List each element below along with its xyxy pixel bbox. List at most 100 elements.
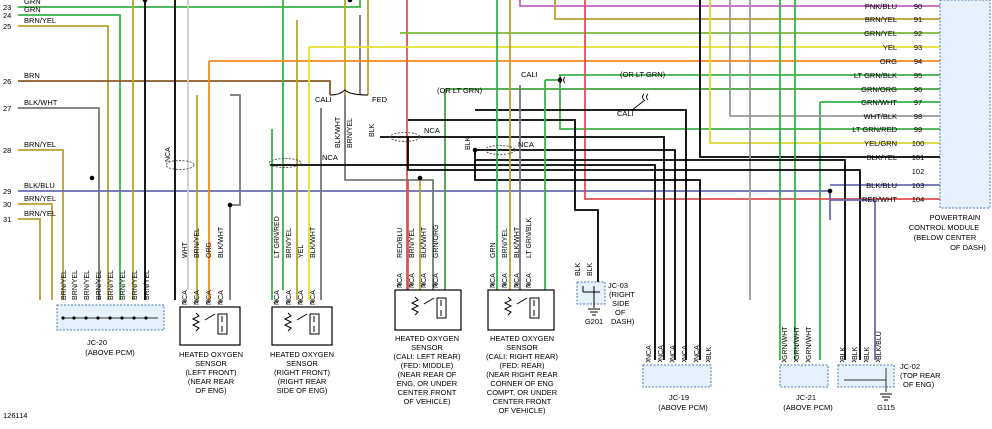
- pin-stub: [489, 284, 495, 287]
- sensor-lr-label-1: HEATED OXYGEN: [395, 334, 459, 343]
- pcm-right-wire-color: YEL/GRN: [864, 139, 897, 148]
- pcm-right-wire-color: BLK/BLU: [866, 181, 897, 190]
- pcm-right-pin-number: 96: [914, 85, 922, 94]
- sensor-lr-label-5: (NEAR REAR OF: [398, 370, 457, 379]
- pin-stub: [805, 360, 811, 363]
- heated-oxygen-sensor-right-rear: HEATED OXYGEN SENSOR (CALI: RIGHT REAR) …: [486, 289, 558, 415]
- blk-wht-vert-label: BLK/WHT: [335, 116, 342, 148]
- jc19-connector: JC-19 (ABOVE PCM): [642, 364, 712, 412]
- jc21-pin: GRN/WHT: [782, 326, 789, 360]
- jc21-pin: GRN/WHT: [794, 326, 801, 360]
- pcm-right-pin-number: 102: [912, 167, 925, 176]
- jc20-label-2: (ABOVE PCM): [85, 348, 135, 357]
- jc20-splice-dot: [96, 316, 100, 320]
- wire-brnyel-31: [18, 218, 41, 300]
- jc03-label-4: OF: [615, 308, 626, 317]
- sensor-rf-label-2: SENSOR: [286, 359, 318, 368]
- pcm-left-pin-number: 31: [3, 215, 11, 224]
- pin-stub: [781, 360, 787, 363]
- jc03-wire-color: BLK: [575, 262, 582, 276]
- jc20-pin-color: BRN/YEL: [132, 270, 139, 300]
- jc19-pin: BLK: [706, 346, 713, 360]
- pin-stub: [432, 284, 438, 287]
- pin-stub: [839, 360, 845, 363]
- pcm-left-wire-color: BRN/YEL: [24, 194, 56, 203]
- pcm-left-wire-color: BRN/YEL: [24, 140, 56, 149]
- sensor-rf-pin: NCA: [298, 290, 305, 305]
- pcm-right-pin-number: 94: [914, 57, 922, 66]
- pcm-right-wire-color: WHT/BLK: [864, 112, 897, 121]
- sensor-lr-label-3: (CALI: LEFT REAR): [394, 352, 461, 361]
- pcm-right-wire-color: RED/WHT: [862, 195, 897, 204]
- jc20-connector: JC-20 (ABOVE PCM): [56, 304, 165, 357]
- break-mark-icon: [559, 76, 649, 111]
- pcm-right-pin-number: 92: [914, 29, 922, 38]
- pcm-right-wire-color: LT GRN/RED: [852, 125, 897, 134]
- pcm-left-pin-number: 24: [3, 11, 11, 20]
- jc21-body: [779, 364, 829, 388]
- pin-stub: [501, 284, 507, 287]
- sensor-rr-pin: NCA: [526, 273, 533, 288]
- sensor-rf-pin: NCA: [274, 290, 281, 305]
- pcm-left-wire-color: BLK/BLU: [24, 181, 55, 190]
- jc20-pin-color: BRN/YEL: [108, 270, 115, 300]
- sensor-rr-label-5: (NEAR RIGHT REAR: [486, 370, 558, 379]
- cali-mid-label: CALI: [521, 70, 538, 79]
- figure-id: 126114: [3, 411, 27, 420]
- pcm-label-2: CONTROL MODULE: [909, 223, 980, 232]
- pcm-right-wire-color: YEL: [883, 43, 897, 52]
- jc19-pin: NCA: [646, 345, 653, 360]
- jc02-pin: BLK/BLU: [876, 331, 883, 360]
- pcm-left-wire-color: GRN: [24, 0, 41, 6]
- jc20-splice-dot: [84, 316, 88, 320]
- pin-stub: [193, 301, 199, 304]
- jc02-label-1: JC-02: [900, 362, 920, 371]
- ground-icon: [588, 308, 600, 316]
- sensor-rf-pin: NCA: [310, 290, 317, 305]
- sensor-lf-wire-color: BRN/YEL: [194, 228, 201, 258]
- pcm-right-wire-color: GRN/WHT: [861, 98, 897, 107]
- jc20-splice-dot: [132, 316, 136, 320]
- pcm-left-wire-color: GRN: [24, 5, 41, 14]
- pcm-left-pin-number: 23: [3, 3, 11, 12]
- heated-oxygen-sensor-right-front: HEATED OXYGEN SENSOR (RIGHT FRONT) (RIGH…: [270, 306, 334, 395]
- sensor-lr-body: [394, 289, 462, 331]
- sensor-rr-wire-color: BRN/YEL: [502, 228, 509, 258]
- sensor-lf-pin: NCA: [218, 290, 225, 305]
- pcm-left-wire-color: BLK/WHT: [24, 98, 58, 107]
- sensor-lf-label-2: SENSOR: [195, 359, 227, 368]
- pcm-right-pin-number: 100: [912, 139, 925, 148]
- jc03-label-5: DASH): [611, 317, 635, 326]
- jc21-label-1: JC-21: [796, 393, 816, 402]
- sensor-rr-label-3: (CALI: RIGHT REAR): [486, 352, 558, 361]
- jc20-splice-dot: [120, 316, 124, 320]
- jc20-pin-color: BRN/YEL: [61, 270, 68, 300]
- cali-fed-bracket: [329, 89, 369, 96]
- splice-dots: [89, 0, 833, 208]
- pin-stub: [408, 284, 414, 287]
- jc03-wire-color: BLK: [587, 262, 594, 276]
- heater-element-icon: [191, 312, 228, 335]
- pin-stub: [669, 360, 675, 363]
- wire-brnyel-30: [18, 203, 53, 300]
- jc19-pin: NCA: [694, 345, 701, 360]
- pcm-right-pin-number: 103: [912, 181, 925, 190]
- pcm-right-pin-number: 101: [912, 153, 925, 162]
- sensor-rr-label-2: SENSOR: [506, 343, 538, 352]
- pin-stub: [525, 284, 531, 287]
- sensor-lr-wire-color: BRN/YEL: [409, 228, 416, 258]
- sensor-rr-label-7: COMPT, OR UNDER: [487, 388, 558, 397]
- jc20-pin-color: BRN/YEL: [120, 270, 127, 300]
- pin-stub: [420, 284, 426, 287]
- jc19-pin: NCA: [670, 345, 677, 360]
- sensor-rr-body: [487, 289, 555, 331]
- pcm-right-pin-number: 99: [914, 125, 922, 134]
- jc02-pin: BLK: [852, 346, 859, 360]
- pcm-left-wire-color: BRN/YEL: [24, 209, 56, 218]
- pcm-right-wire-color: BRN/YEL: [865, 15, 897, 24]
- jc19-label-2: (ABOVE PCM): [658, 403, 708, 412]
- wire-grn-23: [18, 0, 361, 8]
- sensor-rr-pin: NCA: [514, 273, 521, 288]
